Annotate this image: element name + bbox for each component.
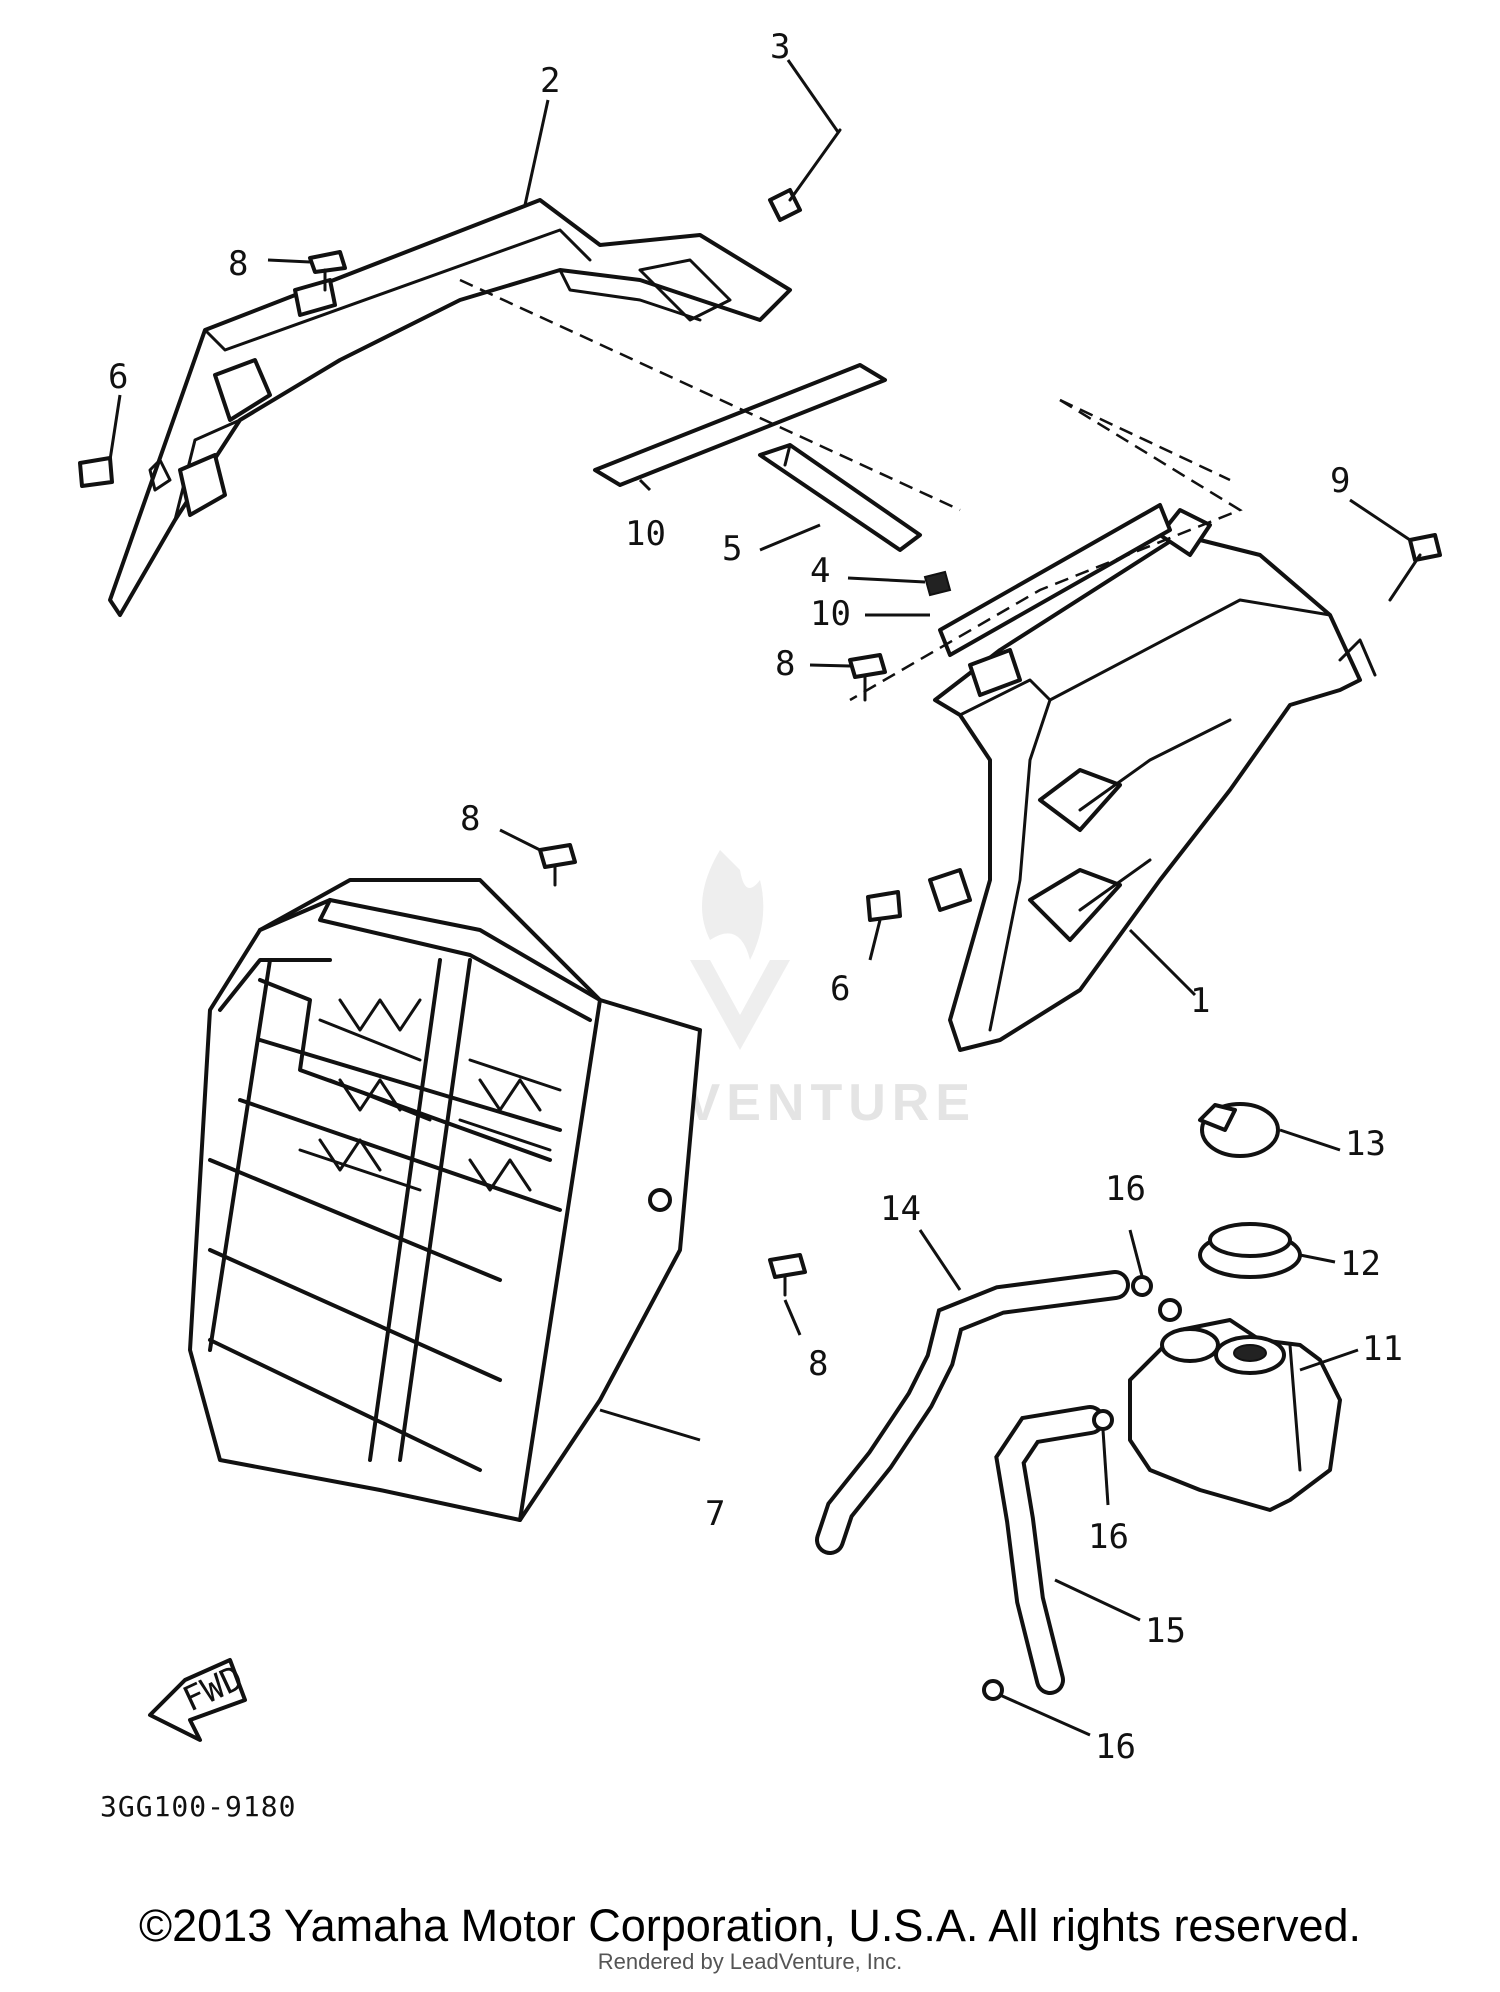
part-side-cover	[928, 503, 1377, 1052]
part-bolt-8b	[848, 653, 887, 702]
part-nut-6b	[866, 890, 902, 922]
callout-labels: 2 3 8 6 10 5 4 10 8 9 8 6 1 8 7 13 12 11…	[108, 27, 1403, 1767]
callout-12: 12	[1340, 1244, 1381, 1284]
assembly-lines	[459, 278, 1243, 702]
part-nut-6a	[78, 456, 114, 488]
part-strip-10a	[593, 363, 887, 487]
callout-5: 5	[722, 529, 742, 569]
part-tank-cap-13	[1198, 1102, 1280, 1158]
part-hose-14	[815, 1270, 1130, 1555]
part-bar-5	[758, 443, 922, 552]
callout-8a: 8	[228, 244, 248, 284]
callout-16a: 16	[1105, 1169, 1146, 1209]
callout-13: 13	[1345, 1124, 1386, 1164]
callout-9: 9	[1330, 461, 1350, 501]
fwd-arrow: FWD	[148, 1658, 249, 1742]
callout-10a: 10	[625, 514, 666, 554]
part-clamp-16c	[982, 1679, 1004, 1701]
copyright-notice: ©2013 Yamaha Motor Corporation, U.S.A. A…	[138, 1900, 1362, 1951]
part-bolt-8d	[768, 1253, 807, 1297]
part-bolt-8a	[308, 250, 347, 292]
callout-leaders	[108, 59, 1411, 1737]
callout-3: 3	[770, 27, 790, 67]
part-front-cover	[108, 198, 792, 617]
part-damper-4	[923, 570, 952, 597]
callout-14: 14	[880, 1189, 921, 1229]
diagram-code: 3GG100-9180	[100, 1790, 297, 1823]
part-reservoir-tank	[1128, 1298, 1342, 1512]
callout-11: 11	[1362, 1329, 1403, 1369]
part-bolt-8c	[538, 843, 577, 887]
callout-8d: 8	[808, 1344, 828, 1384]
callout-2: 2	[540, 61, 560, 101]
callout-16b: 16	[1088, 1517, 1129, 1557]
callout-10b: 10	[810, 594, 851, 634]
part-tank-neck-12	[1198, 1222, 1302, 1279]
part-clamp-16b	[1092, 1409, 1114, 1431]
callout-1: 1	[1190, 981, 1210, 1021]
callout-6b: 6	[830, 969, 850, 1009]
callout-6a: 6	[108, 357, 128, 397]
part-hose-15	[994, 1405, 1105, 1695]
part-clamp-16a	[1131, 1275, 1153, 1297]
part-bolt-9	[1388, 533, 1442, 602]
callout-7: 7	[705, 1494, 725, 1534]
callout-15: 15	[1145, 1611, 1186, 1651]
callout-8b: 8	[775, 644, 795, 684]
callout-4: 4	[810, 551, 830, 591]
callout-16c: 16	[1095, 1727, 1136, 1767]
part-screw-3	[768, 128, 842, 222]
part-radiator-grille	[188, 878, 702, 1522]
rendered-by-notice: Rendered by LeadVenture, Inc.	[597, 1949, 903, 1974]
callout-8c: 8	[460, 799, 480, 839]
